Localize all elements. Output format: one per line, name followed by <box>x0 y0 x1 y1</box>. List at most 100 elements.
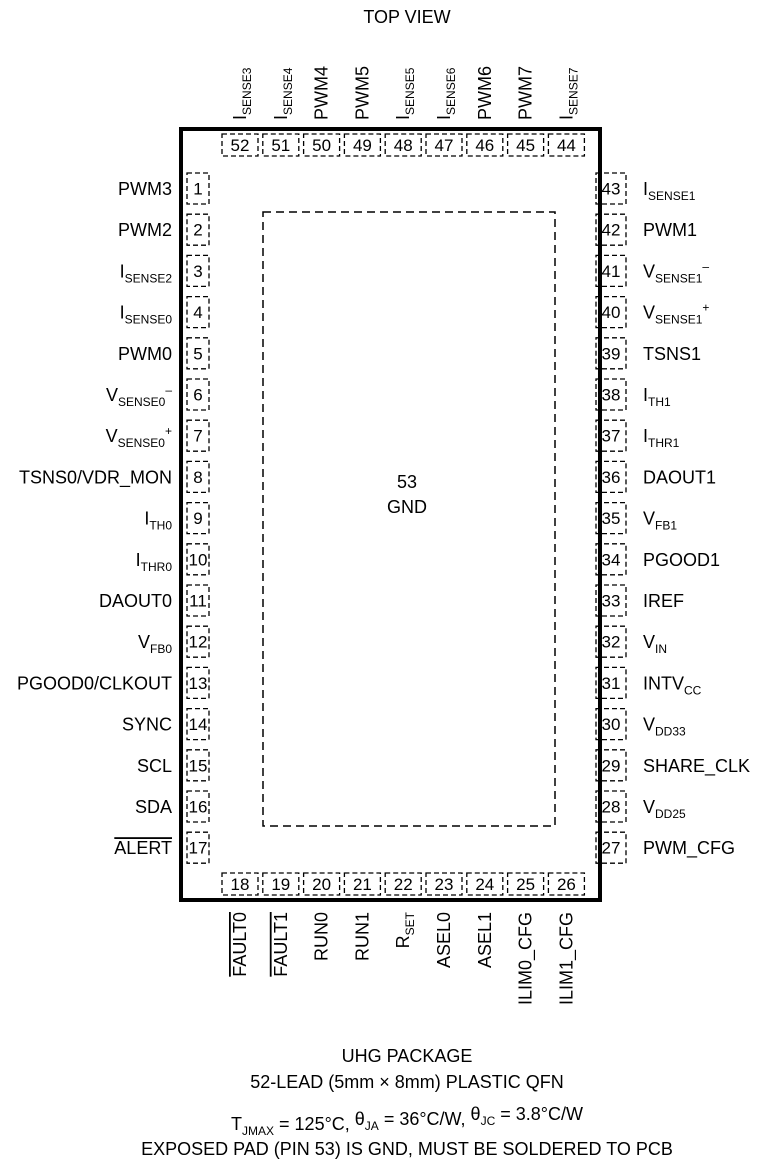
pin-label-asel0: ASEL0 <box>434 912 454 968</box>
pin-name-ithr0: I <box>136 550 141 570</box>
pin-number-18: 18 <box>231 875 250 894</box>
pin-label-pgood0-clkout: PGOOD0/CLKOUT <box>17 673 172 693</box>
pin-label-pwm-cfg: PWM_CFG <box>643 838 735 859</box>
pin-pad-21 <box>343 872 382 896</box>
pin-number-40: 40 <box>602 303 621 322</box>
pin-label-vfb0: VFB0 <box>138 632 172 656</box>
pin-name-vfb1: V <box>643 509 655 529</box>
pin-name-pwm1: PWM1 <box>643 220 697 240</box>
pin-number-45: 45 <box>516 136 535 155</box>
pin-label-tsns0-vdr-mon: TSNS0/VDR_MON <box>19 467 172 488</box>
pin-subscript-isense2: SENSE2 <box>125 271 173 285</box>
pin-pad-9 <box>186 501 210 535</box>
pin-number-29: 29 <box>602 756 621 775</box>
pin-label-daout0: DAOUT0 <box>99 591 172 611</box>
pin-number-24: 24 <box>475 875 494 894</box>
pin-label-isense1: ISENSE1 <box>643 179 696 203</box>
pin-number-38: 38 <box>602 386 621 405</box>
thermal-symbol-2: θ <box>471 1104 481 1124</box>
pin-number-1: 1 <box>193 180 202 199</box>
pin-label-intvcc: INTVCC <box>643 673 702 697</box>
pin-name-sda: SDA <box>135 797 172 817</box>
pin-label-iref: IREF <box>643 591 684 611</box>
pin-name-daout0: DAOUT0 <box>99 591 172 611</box>
pin-label-ilim1-cfg: ILIM1_CFG <box>556 912 577 1005</box>
pin-pad-19 <box>262 872 300 896</box>
pin-subscript-vdd25: DD25 <box>655 807 686 821</box>
pin-subscript-isense6: SENSE6 <box>444 67 458 115</box>
pin-label-ith0: ITH0 <box>144 509 172 533</box>
pin-label-pwm1: PWM1 <box>643 220 697 240</box>
pin-number-28: 28 <box>602 798 621 817</box>
pin-pad-48 <box>384 133 422 157</box>
pin-number-17: 17 <box>189 839 208 858</box>
pin-label-ithr1: ITHR1 <box>643 426 680 450</box>
pin-name-pwm-cfg: PWM_CFG <box>643 838 735 859</box>
pin-number-7: 7 <box>193 427 202 446</box>
pin-number-48: 48 <box>394 136 413 155</box>
pin-name-vsense0: V <box>106 385 118 405</box>
pin-name-vdd25: V <box>643 797 655 817</box>
pin-number-30: 30 <box>602 715 621 734</box>
pin-name-sync: SYNC <box>122 715 172 735</box>
pin-pad-8 <box>186 460 210 494</box>
pin-number-16: 16 <box>189 798 208 817</box>
pin-pad-2 <box>186 213 210 246</box>
pin-number-2: 2 <box>193 221 202 240</box>
pin-label-vsense1: VSENSE1+ <box>643 301 709 327</box>
pin-subscript-vin: IN <box>655 642 667 656</box>
pin-subscript-vsense1: SENSE1 <box>655 313 703 327</box>
pin-name-vsense0: V <box>106 426 118 446</box>
pin-number-4: 4 <box>193 303 202 322</box>
pin-name-isense4: I <box>271 115 291 120</box>
pin-superscript-vsense0: – <box>165 383 172 397</box>
thermal-subscript-jmax: JMAX <box>242 1124 274 1138</box>
pin-subscript-vsense0: SENSE0 <box>118 395 166 409</box>
pin-name-fault0: FAULT0 <box>230 912 250 977</box>
pin-number-20: 20 <box>312 875 331 894</box>
pin-name-run1: RUN1 <box>352 912 372 961</box>
pin-subscript-isense7: SENSE7 <box>566 67 580 115</box>
pin-pad-43 <box>595 172 627 205</box>
pin-label-vin: VIN <box>643 632 667 656</box>
thermal-symbol-1: θ <box>355 1109 365 1129</box>
pin-pad-46 <box>466 133 504 157</box>
pin-pad-23 <box>425 872 463 896</box>
pin-name-ilim0-cfg: ILIM0_CFG <box>516 912 537 1005</box>
pin-label-isense2: ISENSE2 <box>120 261 173 285</box>
pin-name-ithr1: I <box>643 426 648 446</box>
pin-pad-36 <box>595 460 627 494</box>
exposed-pad-note: EXPOSED PAD (PIN 53) IS GND, MUST BE SOL… <box>141 1139 673 1159</box>
pin-pad-33 <box>595 584 627 617</box>
pin-name-vsense1: V <box>643 261 655 281</box>
pin-name-run0: RUN0 <box>312 912 332 961</box>
pin-label-isense5: ISENSE5 <box>393 67 417 120</box>
pin-name-isense3: I <box>230 115 250 120</box>
pin-subscript-vsense1: SENSE1 <box>655 271 703 285</box>
pin-number-46: 46 <box>475 136 494 155</box>
pin-pad-26 <box>547 872 586 896</box>
pin-label-isense0: ISENSE0 <box>120 303 173 327</box>
pin-name-asel0: ASEL0 <box>434 912 454 968</box>
pin-label-isense7: ISENSE7 <box>556 67 580 120</box>
pin-name-pwm3: PWM3 <box>118 179 172 199</box>
pin-subscript-intvcc: CC <box>684 683 702 697</box>
pin-subscript-ithr1: THR1 <box>648 436 680 450</box>
pin-number-11: 11 <box>189 592 207 611</box>
pin-label-vsense0: VSENSE0+ <box>106 424 172 450</box>
pin-name-pwm0: PWM0 <box>118 344 172 364</box>
pin-pad-5 <box>186 337 210 370</box>
pin-pad-22 <box>384 872 422 896</box>
pin-label-pwm0: PWM0 <box>118 344 172 364</box>
pin-number-21: 21 <box>353 875 372 894</box>
pin-number-25: 25 <box>516 875 535 894</box>
pin-pad-1 <box>186 172 210 205</box>
pin-label-ith1: ITH1 <box>643 385 671 409</box>
pin-name-pwm7: PWM7 <box>516 66 536 120</box>
pin-subscript-ith0: TH0 <box>149 519 172 533</box>
pin-superscript-vsense1: – <box>702 259 709 273</box>
pin-name-isense5: I <box>393 115 413 120</box>
pin-label-ithr0: ITHR0 <box>136 550 173 574</box>
pin-number-43: 43 <box>602 180 621 199</box>
